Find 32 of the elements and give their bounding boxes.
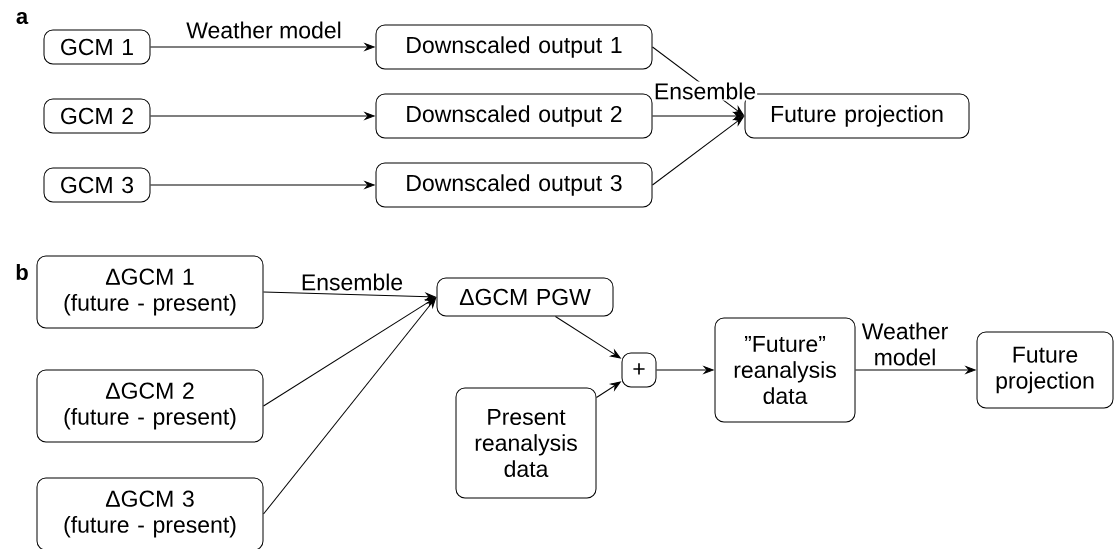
process-box: ΔGCM 3 (future - present) bbox=[36, 477, 264, 549]
process-box: ΔGCM PGW bbox=[436, 277, 614, 317]
process-box: Future projection bbox=[976, 331, 1114, 409]
arrow bbox=[855, 366, 976, 374]
process-box: Downscaled output 3 bbox=[375, 162, 653, 208]
arrow bbox=[652, 116, 744, 186]
arrow bbox=[150, 181, 375, 189]
process-box: ΔGCM 1 (future - present) bbox=[36, 255, 264, 329]
process-box: GCM 3 bbox=[43, 167, 151, 203]
edge-label: Weather model bbox=[859, 321, 951, 367]
arrow bbox=[554, 316, 621, 359]
plus-box: + bbox=[621, 352, 657, 388]
arrow bbox=[263, 297, 437, 515]
process-box: GCM 1 bbox=[43, 29, 151, 65]
edge-label: Ensemble bbox=[652, 81, 758, 101]
process-box: GCM 2 bbox=[43, 98, 151, 134]
process-box: Downscaled output 2 bbox=[375, 93, 653, 139]
arrow bbox=[596, 381, 621, 398]
panel-letter: a bbox=[16, 11, 29, 25]
arrow bbox=[150, 43, 375, 51]
arrow bbox=[656, 366, 714, 374]
panel-letter: b bbox=[16, 263, 28, 281]
edge-label: Weather model bbox=[185, 20, 343, 40]
arrow bbox=[263, 297, 436, 407]
edge-label: Ensemble bbox=[299, 272, 405, 292]
arrow bbox=[150, 112, 375, 120]
process-box: ΔGCM 2 (future - present) bbox=[36, 369, 264, 443]
process-box: Present reanalysis data bbox=[455, 387, 597, 499]
process-box: ”Future” reanalysis data bbox=[714, 317, 856, 423]
arrow bbox=[652, 112, 744, 120]
process-box: Downscaled output 1 bbox=[375, 24, 653, 70]
arrow bbox=[263, 291, 436, 301]
